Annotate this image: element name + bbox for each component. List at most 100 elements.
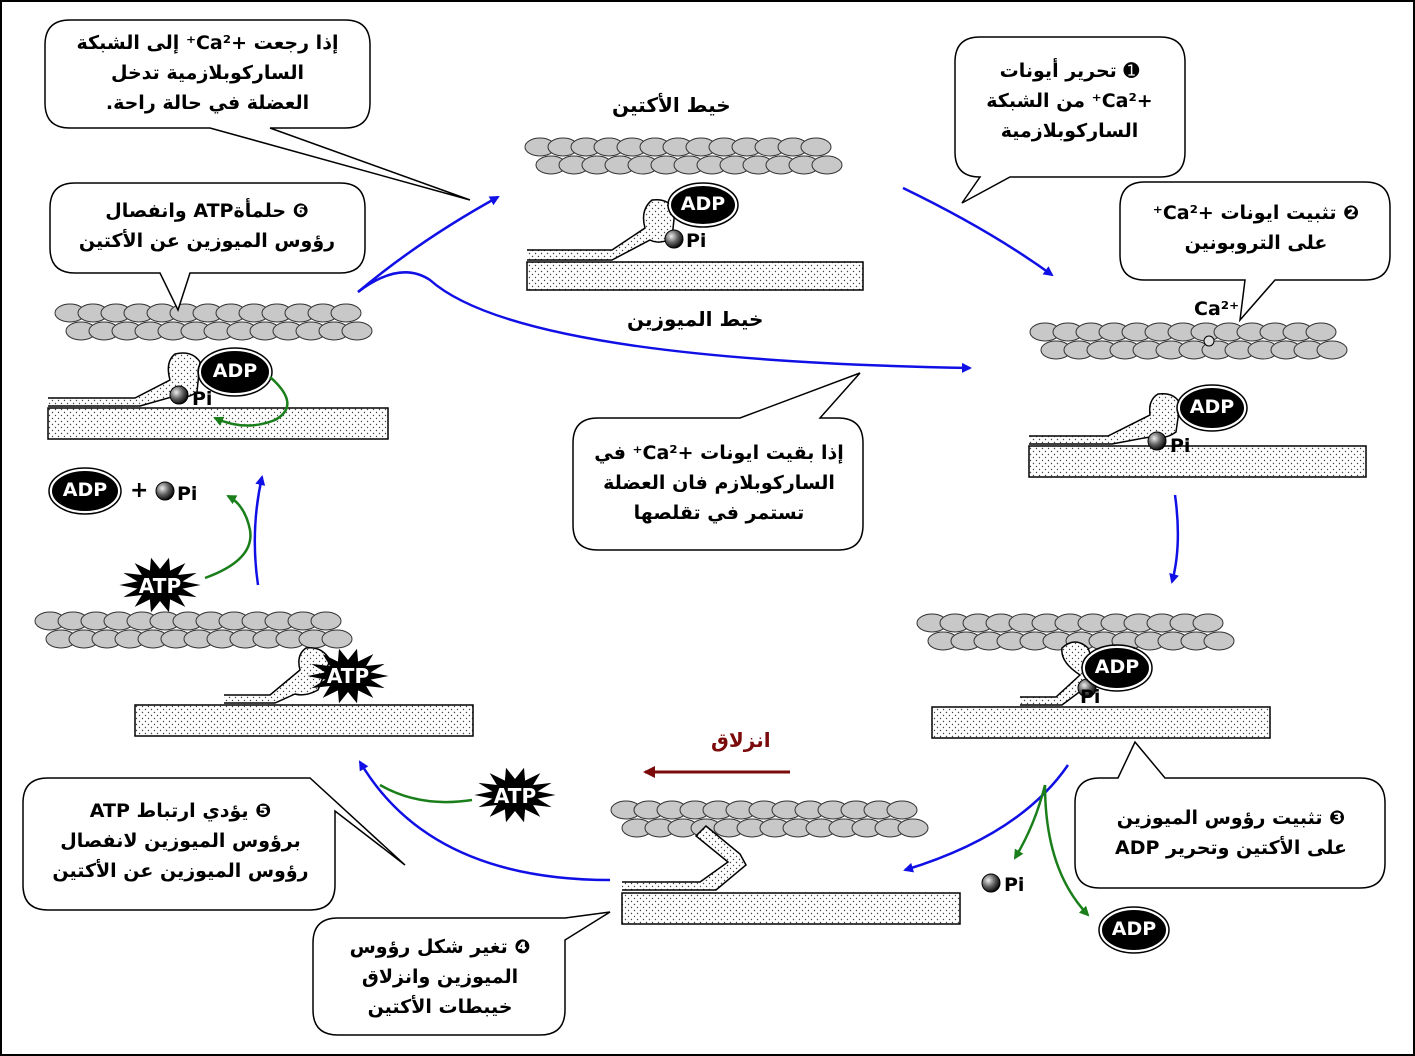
callout-step4-text: ❹ تغير شكل رؤوس الميوزين وانزلاق خيبطات … <box>318 932 562 1022</box>
callout-step3-text: ❸ تثبيت رؤوس الميوزين على الأكتين وتحرير… <box>1080 803 1382 863</box>
actin-monomer <box>341 321 373 341</box>
actin-filament-label: خيط الأكتين <box>612 93 731 117</box>
arrow-atp-binding <box>379 783 473 804</box>
arrow-atp-hydrolysis <box>204 494 252 580</box>
actin-monomer <box>310 611 342 631</box>
adp-oval-released-bottom <box>1100 908 1168 952</box>
adp-oval-mid-right <box>1083 646 1151 690</box>
adp-oval-released-left <box>50 469 120 513</box>
callout-step1-line-1: ➊ تحرير أيونات <box>999 60 1140 82</box>
atp-starbursts <box>119 557 556 823</box>
atp-star-left <box>119 557 201 613</box>
callout-return-line-1: إذا رجعت +Ca²⁺ إلى الشبكة <box>76 32 339 54</box>
atp-label-left: ATP <box>138 574 182 598</box>
adp-oval-left <box>199 349 271 395</box>
callout-step5-text: ❺ يؤدي ارتباط ATP برؤوس الميوزين لانفصال… <box>28 796 333 886</box>
myosin-filament-right <box>1028 445 1367 478</box>
actin-monomer <box>1203 631 1235 651</box>
myosin-filament-top <box>526 261 864 291</box>
callout-step5-line-2: برؤوس الميوزين لانفصال <box>60 830 301 852</box>
callout-step4 <box>312 911 611 1036</box>
callout-step3-line-1: ❸ تثبيت رؤوس الميوزين <box>1116 807 1346 829</box>
callout-step6-text: ❻ حلمأةATP وانفصال رؤوس الميوزين عن الأك… <box>52 196 362 256</box>
arrow-step2-to-3 <box>1169 494 1180 584</box>
actin-filament-mid-left <box>34 611 353 649</box>
adp-label-mid-right: ADP <box>1094 656 1140 678</box>
callout-return-line-2: الساركوبلازمية تدخل <box>111 62 304 84</box>
arrow-step3-to-4 <box>903 764 1070 873</box>
adp-label-released-bottom: ADP <box>1111 918 1157 940</box>
adp-oval-top <box>669 184 737 226</box>
actin-monomer <box>886 800 918 820</box>
cycle-arrows <box>253 186 1180 882</box>
arrow-relax <box>357 195 500 293</box>
callout-step1-line-2: +Ca²⁺ من الشبكة <box>986 90 1153 112</box>
actin-monomer <box>811 155 843 175</box>
actin-filament-left <box>54 303 373 341</box>
actin-filament-right <box>1029 322 1348 360</box>
pi-label-right: Pi <box>1170 435 1191 457</box>
callout-return-text: إذا رجعت +Ca²⁺ إلى الشبكة الساركوبلازمية… <box>55 28 360 118</box>
callout-step2 <box>1119 181 1391 323</box>
myosin-head-top <box>527 198 676 261</box>
actin-monomer <box>897 818 929 838</box>
atp-star-bottom <box>474 767 556 823</box>
callout-step2-line-1: ❷ تثبيت ايونات +Ca²⁺ <box>1152 202 1360 224</box>
myosin-filament-left <box>47 407 389 440</box>
callout-step5-line-3: رؤوس الميوزين عن الأكتين <box>52 860 309 882</box>
adp-ovals <box>50 184 1246 952</box>
callout-step6-line-2: رؤوس الميوزين عن الأكتين <box>78 230 336 252</box>
pi-label-left: Pi <box>192 388 213 410</box>
adp-label-right: ADP <box>1189 396 1235 418</box>
arrow-pi-cycle <box>213 376 289 427</box>
callout-step4-line-1: ❹ تغير شكل رؤوس <box>349 936 531 958</box>
callout-remain-line-3: تستمر في تقلصها <box>633 502 805 524</box>
callout-step6 <box>49 182 366 313</box>
actin-monomer <box>1192 613 1224 633</box>
actin-filament-bottom <box>610 800 929 838</box>
callout-step3-line-2: على الأكتين وتحرير ADP <box>1115 837 1347 859</box>
calcium-ion <box>1203 335 1215 347</box>
myosin-filament-mid-right <box>931 706 1271 739</box>
pi-balls <box>155 229 1215 893</box>
myosin-filament-bottom <box>621 892 961 925</box>
callout-remain <box>572 372 864 551</box>
callout-remain-line-2: الساركوبلازم فان العضلة <box>603 472 835 494</box>
callout-step5-line-1: ❺ يؤدي ارتباط ATP <box>89 800 272 822</box>
myosin-filament-mid-left <box>134 704 474 737</box>
adp-oval-right <box>1178 386 1246 430</box>
actin-monomer <box>330 303 362 323</box>
adp-label-released-left: ADP <box>62 479 108 501</box>
plus-sign: + <box>130 478 149 503</box>
myosin-head-bottom <box>622 824 747 891</box>
arrow-adp-release <box>1043 784 1090 917</box>
callout-return-line-3: العضلة في حالة راحة. <box>105 92 310 114</box>
pi-ball-released-bottom <box>981 873 1001 893</box>
adp-label-top: ADP <box>680 193 726 215</box>
pi-ball-right <box>1147 431 1167 451</box>
atp-label-bottom: ATP <box>493 784 537 808</box>
callout-step2-text: ❷ تثبيت ايونات +Ca²⁺ على التروبونين <box>1125 198 1387 258</box>
pi-label-released-bottom: Pi <box>1004 874 1025 896</box>
callout-step5 <box>22 777 406 911</box>
callout-step1-text: ➊ تحرير أيونات +Ca²⁺ من الشبكة الساركوبل… <box>962 56 1177 146</box>
pi-label-released-left: Pi <box>177 483 198 505</box>
arrow-step4-to-5 <box>358 760 611 882</box>
arrow-step1-to-2 <box>902 186 1054 277</box>
pi-ball-top <box>664 229 684 249</box>
actin-monomer <box>321 629 353 649</box>
arrow-continue <box>357 271 972 373</box>
pi-label-top: Pi <box>686 230 707 252</box>
callout-step1-line-3: الساركوبلازمية <box>1000 120 1139 142</box>
callout-return <box>44 19 471 201</box>
actin-monomer <box>1316 340 1348 360</box>
callout-step1 <box>954 36 1186 204</box>
atp-star-mid-left <box>307 648 389 704</box>
myosin-filament-label: خيط الميوزين <box>627 307 764 331</box>
adp-label-left: ADP <box>212 360 258 382</box>
callout-remain-line-1: إذا بقيت ايونات +Ca²⁺ في <box>594 442 844 464</box>
actin-monomer <box>800 137 832 157</box>
